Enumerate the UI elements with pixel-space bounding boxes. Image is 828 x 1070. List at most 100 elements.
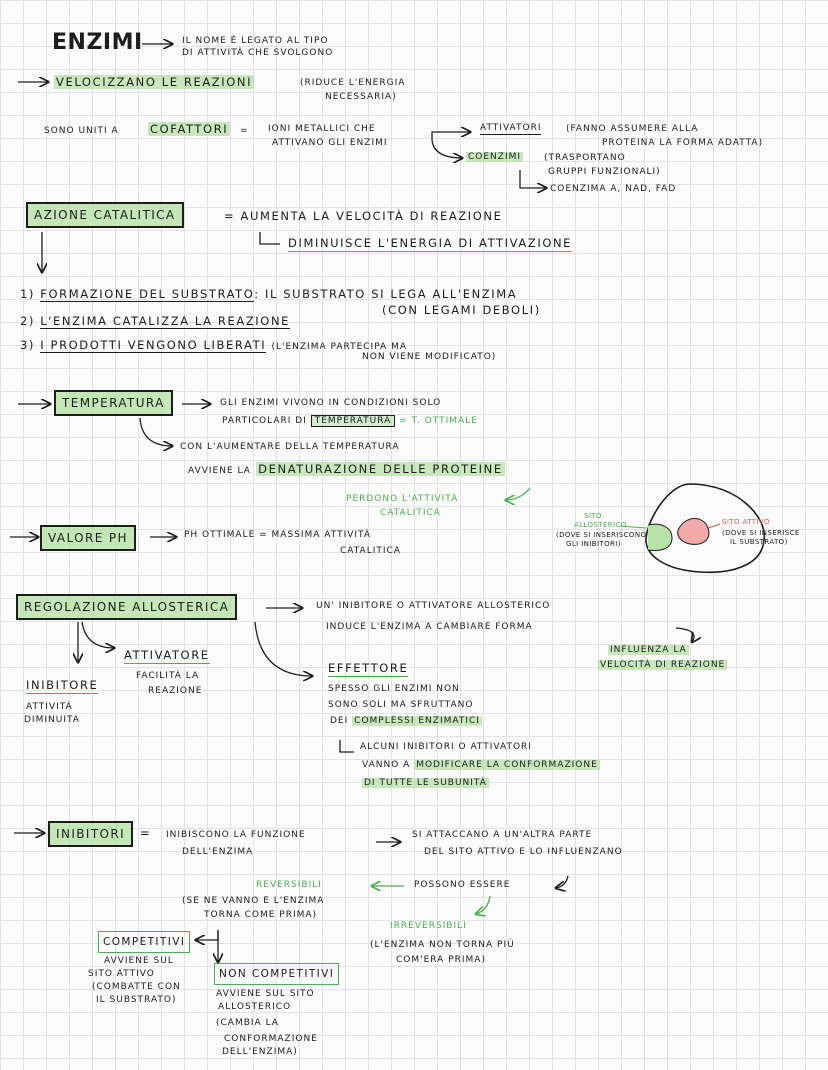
- coenzimi-examples: COENZIMA A, NAD, FAD: [550, 184, 677, 194]
- ph-desc-1: PH OTTIMALE = MASSIMA ATTIVITÀ: [184, 530, 372, 540]
- denaturazione: DENATURAZIONE DELLE PROTEINE: [256, 462, 505, 476]
- temperatura-desc-2: PARTICOLARI DI TEMPERATURA = T. OTTIMALE: [222, 415, 478, 427]
- attivatori-label: ATTIVATORI: [480, 123, 542, 135]
- irreversibili-desc-1: (L'ENZIMA NON TORNA PIÙ: [370, 940, 515, 950]
- cofattori-lead: SONO UNITI A: [44, 126, 119, 136]
- allosterico-note-1: (DOVE SI INSERISCONO: [556, 531, 647, 539]
- regolazione-box: REGOLAZIONE ALLOSTERICA: [16, 594, 238, 620]
- attivatore-desc-2: REAZIONE: [148, 686, 203, 696]
- competitivi-desc-3: (COMBATTE CON: [92, 982, 181, 992]
- step-3-rest2: NON VIENE MODIFICATO): [362, 352, 497, 362]
- step-1-text: FORMAZIONE DEL SUBSTRATO: [40, 287, 255, 302]
- cofattori-desc-2: ATTIVANO GLI ENZIMI: [272, 138, 388, 148]
- inibitori-desc-2: DELL'ENZIMA: [182, 847, 254, 857]
- azione-sub: DIMINUISCE L'ENERGIA DI ATTIVAZIONE: [288, 236, 573, 252]
- coenzimi-desc-2: GRUPPI FUNZIONALI): [548, 167, 661, 177]
- reversibili-desc-1: (SE NE VANNO E L'ENZIMA: [182, 896, 325, 906]
- attivatore-desc-1: FACILITÀ LA: [136, 671, 200, 681]
- inibitori-desc-1: INIBISCONO LA FUNZIONE: [166, 830, 306, 840]
- aumentare-2: AVVIENE LA DENATURAZIONE DELLE PROTEINE: [188, 462, 505, 476]
- aumentare-1: CON L'AUMENTARE DELLA TEMPERATURA: [180, 442, 400, 452]
- sito-attivo-label: SITO ATTIVO: [722, 518, 770, 526]
- coenzimi-desc-1: (TRASPORTANO: [544, 153, 626, 163]
- valore-ph-box: VALORE PH: [40, 525, 136, 551]
- t-ottimale: = T. OTTIMALE: [399, 416, 478, 426]
- attaccano-1: SI ATTACCANO A UN'ALTRA PARTE: [412, 830, 593, 840]
- effettore-desc-3: DEI COMPLESSI ENZIMATICI: [330, 716, 482, 726]
- step-3-rest: (L'ENZIMA PARTECIPA MA: [271, 342, 407, 352]
- azione-eq: = AUMENTA LA VELOCITÀ DI REAZIONE: [224, 209, 503, 223]
- step-2: 2) L'ENZIMA CATALIZZA LA REAZIONE: [20, 314, 291, 329]
- perdono-1: PERDONO L'ATTIVITÀ: [346, 494, 459, 504]
- velocizzano-note-1: (RIDUCE L'ENERGIA: [300, 78, 406, 88]
- sito-attivo-note-1: (DOVE SI INSERISCE: [722, 529, 800, 537]
- non-competitivi-desc-5: DELL'ENZIMA): [222, 1047, 298, 1057]
- perdono-2: CATALITICA: [380, 508, 441, 518]
- competitivi-desc-1: AVVIENE SUL: [104, 956, 174, 966]
- cofattori-desc-1: IONI METALLICI CHE: [268, 124, 376, 134]
- effettore-label: EFFETTORE: [328, 661, 409, 677]
- complessi-enzimatici: COMPLESSI ENZIMATICI: [352, 716, 482, 726]
- title-note-1: IL NOME È LEGATO AL TIPO: [182, 36, 329, 46]
- page-title: ENZIMI: [52, 30, 143, 55]
- step-3-num: 3): [20, 338, 36, 352]
- temperatura-desc-1: GLI ENZIMI VIVONO IN CONDIZIONI SOLO: [220, 398, 442, 408]
- reversibili-desc-2: TORNA COME PRIMA): [204, 910, 318, 920]
- cofattori-label: COFATTORI: [148, 122, 231, 136]
- enzyme-diagram: [619, 483, 766, 574]
- temperatura-box: TEMPERATURA: [54, 390, 173, 416]
- allosterico-label-2: ALLOSTERICO: [574, 521, 627, 529]
- possono-essere: POSSONO ESSERE: [414, 880, 511, 890]
- inibitori-eq: =: [140, 826, 152, 840]
- modificare-conformazione: MODIFICARE LA CONFORMAZIONE: [414, 760, 600, 770]
- competitivi-desc-2: SITO ATTIVO: [88, 969, 155, 979]
- regolazione-desc-1: UN' INIBITORE O ATTIVATORE ALLOSTERICO: [316, 601, 551, 611]
- velocizzano-text: VELOCIZZANO LE REAZIONI: [54, 75, 255, 89]
- alcuni-3: DI TUTTE LE SUBUNITÀ: [362, 778, 489, 788]
- cofattori-eq: =: [240, 126, 249, 136]
- effettore-desc-1: SPESSO GLI ENZIMI NON: [328, 684, 460, 694]
- ph-desc-2: CATALITICA: [340, 546, 401, 556]
- irreversibili-desc-2: COM'ERA PRIMA): [396, 955, 486, 965]
- step-2-num: 2): [20, 314, 36, 328]
- alcuni-1: ALCUNI INIBITORI O ATTIVATORI: [360, 742, 532, 752]
- allosterico-label-1: SITO: [584, 512, 602, 520]
- influenza-2: VELOCITÀ DI REAZIONE: [598, 660, 728, 670]
- non-competitivi-box: NON COMPETITIVI: [214, 963, 340, 985]
- effettore-desc-2: SONO SOLI MA SFRUTTANO: [328, 700, 474, 710]
- step-3: 3) I PRODOTTI VENGONO LIBERATI (L'ENZIMA…: [20, 338, 407, 353]
- inibitore-desc-1: ATTIVITÀ: [26, 702, 73, 712]
- step-1: 1) FORMAZIONE DEL SUBSTRATO: IL SUBSTRAT…: [20, 287, 517, 302]
- velocizzano-note-2: NECESSARIA): [325, 92, 397, 102]
- non-competitivi-desc-4: CONFORMAZIONE: [224, 1034, 318, 1044]
- step-1-rest: : IL SUBSTRATO SI LEGA ALL'ENZIMA: [254, 287, 518, 301]
- reversibili-label: REVERSIBILI: [256, 880, 322, 890]
- irreversibili-label: IRREVERSIBILI: [390, 921, 467, 931]
- title-note-2: DI ATTIVITÀ CHE SVOLGONO: [182, 48, 334, 58]
- allosterico-note-2: GLI INIBITORI): [566, 540, 621, 548]
- coenzimi-label: COENZIMI: [466, 152, 524, 162]
- azione-catalitica-box: AZIONE CATALITICA: [26, 202, 184, 228]
- inibitori-box: INIBITORI: [48, 821, 134, 847]
- regolazione-desc-2: INDUCE L'ENZIMA A CAMBIARE FORMA: [326, 622, 533, 632]
- step-1-num: 1): [20, 287, 36, 301]
- attivatore-label: ATTIVATORE: [124, 648, 210, 664]
- alcuni-2: VANNO A MODIFICARE LA CONFORMAZIONE: [362, 760, 600, 770]
- non-competitivi-desc-1: AVVIENE SUL SITO: [216, 989, 315, 999]
- inibitore-desc-2: DIMINUITA: [24, 715, 80, 725]
- attaccano-2: DEL SITO ATTIVO E LO INFLUENZANO: [424, 847, 623, 857]
- non-competitivi-desc-2: ALLOSTERICO: [218, 1002, 292, 1012]
- sito-attivo-note-2: IL SUBSTRATO): [730, 538, 788, 546]
- attivatori-desc-2: PROTEINA LA FORMA ADATTA): [602, 138, 764, 148]
- non-competitivi-desc-3: (CAMBIA LA: [216, 1018, 279, 1028]
- step-2-text: L'ENZIMA CATALIZZA LA REAZIONE: [40, 314, 291, 329]
- temperatura-inline-box: TEMPERATURA: [310, 415, 396, 427]
- influenza-1: INFLUENZA LA: [608, 645, 689, 655]
- attivatori-desc-1: (FANNO ASSUMERE ALLA: [566, 124, 699, 134]
- competitivi-desc-4: IL SUBSTRATO): [96, 995, 177, 1005]
- step-1-rest2: (CON LEGAMI DEBOLI): [382, 303, 541, 317]
- step-3-text: I PRODOTTI VENGONO LIBERATI: [40, 338, 267, 353]
- competitivi-box: COMPETITIVI: [98, 931, 191, 953]
- inibitore-label: INIBITORE: [26, 678, 99, 694]
